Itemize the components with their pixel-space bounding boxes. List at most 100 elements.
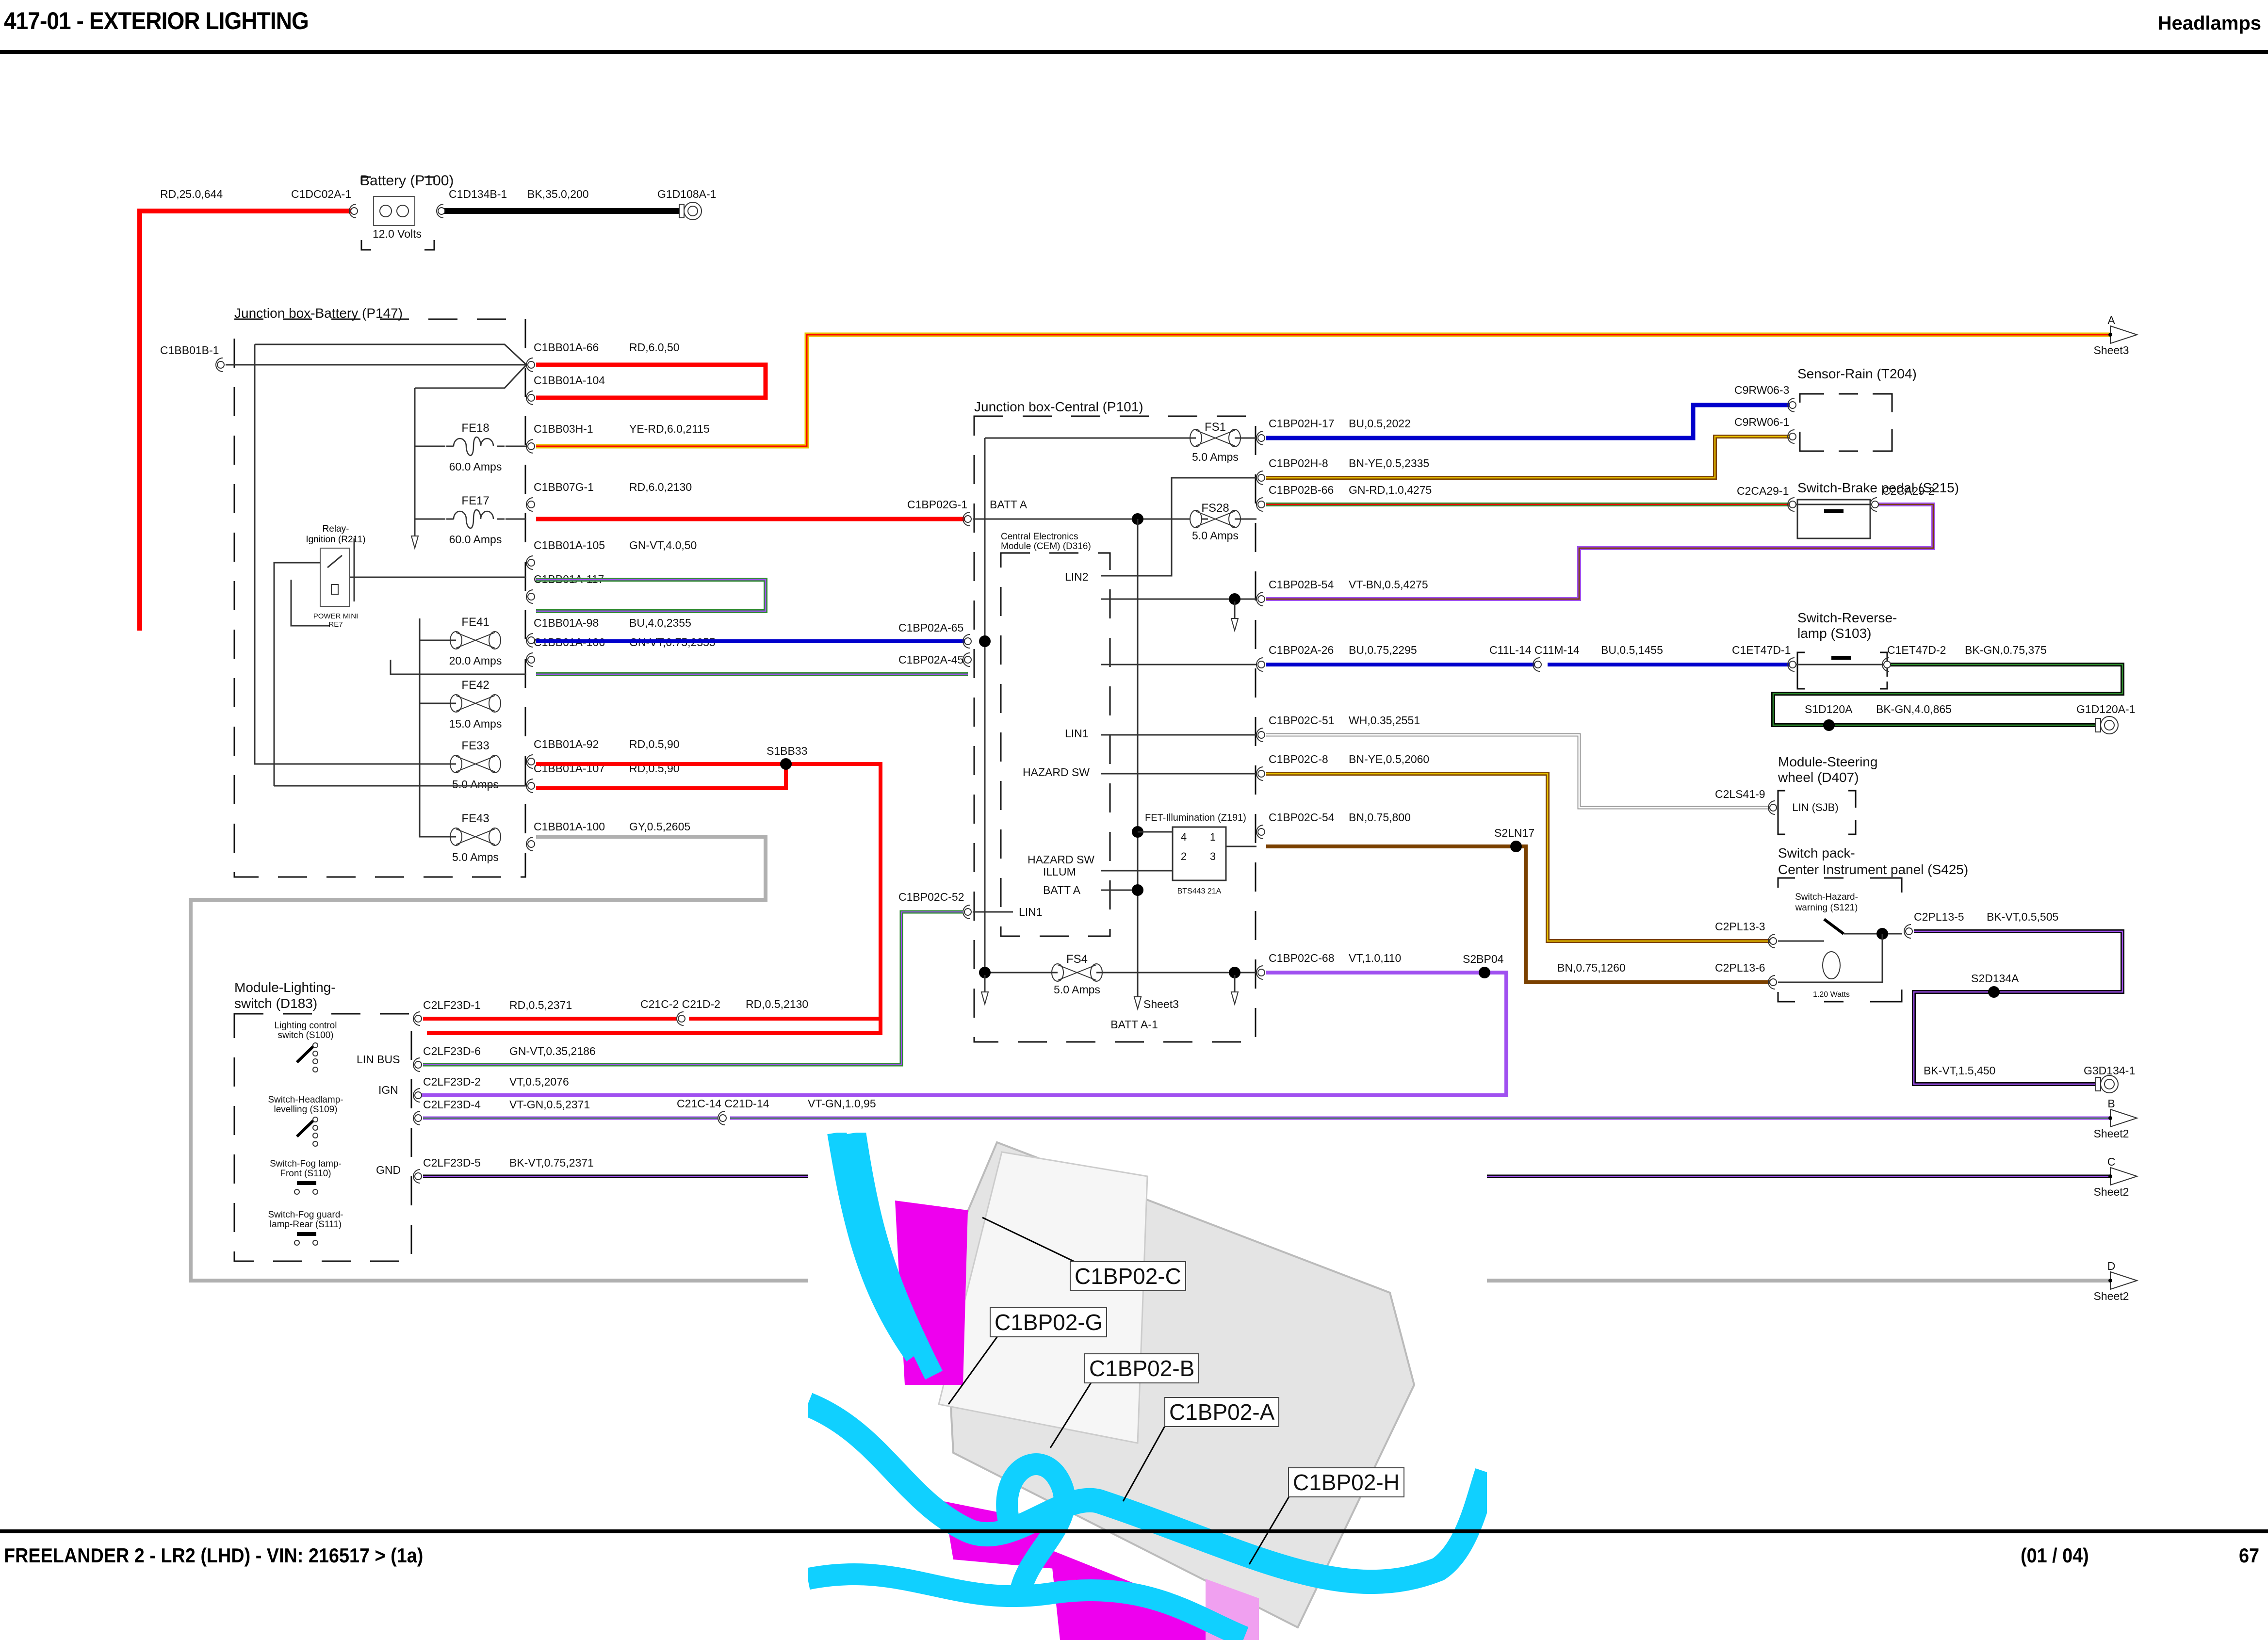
- connector-pin: [964, 656, 972, 664]
- ground-label: G1D108A-1: [657, 188, 716, 200]
- wire-c1bp02c-51: [1266, 733, 1771, 810]
- connector-pin: [1257, 828, 1265, 836]
- switch-label: switch (S100): [277, 1030, 333, 1040]
- connector-arc: [1256, 497, 1264, 512]
- fuse-icon: [1057, 964, 1097, 981]
- switch-contact-icon: [312, 1240, 318, 1246]
- internal-wire: [415, 364, 527, 389]
- steering-module-title: Module-Steering: [1778, 754, 1877, 769]
- connector-arc: [526, 652, 534, 667]
- internal-wire: [390, 660, 526, 675]
- connector-arc: [526, 779, 534, 793]
- fuse-icon: [489, 755, 501, 773]
- connector-pin: [527, 394, 535, 402]
- connector-pin: [1769, 937, 1777, 945]
- callout-c1bp02-g: C1BP02-G: [990, 1307, 1108, 1337]
- offpage-connector-c: [2110, 1167, 2139, 1186]
- connector-pin: [414, 1172, 422, 1180]
- cem-box: [1000, 552, 1111, 937]
- connector-arc: [526, 439, 534, 454]
- connector-arc: [526, 754, 534, 769]
- connector-pin: [719, 1114, 727, 1122]
- wire-label: BK-VT,0.5,505: [1987, 910, 2058, 923]
- wire-label: BK-GN,4.0,865: [1876, 703, 1952, 715]
- connector-arc: [1787, 398, 1795, 412]
- wire-label: BK-VT,1.5,450: [1924, 1064, 1995, 1077]
- offpage-sheet: Sheet2: [2094, 1290, 2129, 1302]
- pin-label: C2LF23D-4: [423, 1098, 481, 1111]
- internal-wire: [419, 618, 456, 838]
- connector-arc: [526, 633, 534, 648]
- fuse-icon: [453, 436, 494, 456]
- splice-dot: [1229, 967, 1240, 978]
- wire-c2lf23d-6-tracer: [423, 911, 963, 1066]
- connector-pin: [1905, 927, 1913, 935]
- pin-label: C1DC02A-1: [291, 188, 351, 200]
- wire-label: VT,1.0,110: [1349, 952, 1401, 964]
- wire-label: BN,0.75,800: [1349, 811, 1411, 824]
- connector-pin: [527, 361, 535, 369]
- connector-pin: [1257, 969, 1265, 976]
- jb-central-box: [973, 415, 1256, 1043]
- splice-dot: [1479, 967, 1490, 978]
- connector-pin: [678, 1015, 685, 1023]
- cem-title: Central Electronics: [1001, 532, 1078, 542]
- pin-label: C9RW06-1: [1734, 416, 1789, 428]
- splice-dot: [1132, 884, 1143, 896]
- connector-arc: [526, 589, 534, 604]
- offpage-letter: C: [2107, 1155, 2116, 1168]
- switch-actuator-icon: [297, 1232, 316, 1236]
- switch-contact-icon: [294, 1240, 300, 1246]
- section-title: Headlamps: [2157, 13, 2261, 34]
- wire-c1bp02h-8: [1266, 435, 1790, 480]
- ground-icon: [2095, 1077, 2101, 1091]
- connector-arc: [413, 1169, 421, 1184]
- cem-pin-label: LIN2: [1065, 570, 1089, 583]
- wire-c1bp02c-8-tracer: [1266, 773, 1771, 942]
- connector-arc: [1256, 728, 1264, 742]
- connector-arc: [1787, 497, 1795, 512]
- switch-label: Switch-Fog guard-: [268, 1210, 343, 1220]
- connector-arc: [1768, 934, 1776, 948]
- fet-pin: 1: [1210, 831, 1216, 843]
- header-rule: [0, 50, 2268, 54]
- connector-pin: [527, 758, 535, 765]
- fuse-rating: 5.0 Amps: [1054, 983, 1100, 996]
- internal-wire: [1101, 477, 1256, 577]
- footer-page: 67: [2239, 1544, 2260, 1567]
- fuse-rating: 20.0 Amps: [449, 654, 502, 667]
- wire-label: BK-GN,0.75,375: [1965, 644, 2047, 656]
- ground-icon: [2104, 720, 2115, 731]
- fuse-label: FE43: [461, 812, 489, 825]
- down-arrow-icon: [980, 991, 989, 1006]
- battery-plus-icon: [379, 205, 392, 217]
- pin-label: C1BP02B-66: [1269, 484, 1334, 496]
- cem-connector-photo: C1BP02-C C1BP02-G C1BP02-B C1BP02-A C1BP…: [808, 1133, 1487, 1640]
- fet-pin: 3: [1210, 850, 1216, 862]
- fet-title: FET-Illumination (Z191): [1145, 812, 1246, 823]
- ground-icon: [687, 206, 698, 216]
- callout-c1bp02-h: C1BP02-H: [1288, 1467, 1404, 1497]
- internal-wire: [290, 580, 330, 627]
- connector-pin: [1871, 501, 1879, 508]
- wire-c2pl13-5-tracer: [1913, 930, 2123, 1085]
- sensor-rain-box: [1799, 393, 1893, 452]
- connector-arc: [1882, 657, 1890, 672]
- battery-bracket: [360, 176, 435, 251]
- pin-label: C2LF23D-2: [423, 1075, 481, 1088]
- fet-pin: 4: [1181, 831, 1187, 843]
- connector-pin: [527, 782, 535, 790]
- switch-contact-icon: [312, 1141, 318, 1147]
- connector-pin: [1257, 731, 1265, 739]
- pin-label: C2LF23D-6: [423, 1045, 481, 1057]
- hazard-switch-title: warning (S121): [1795, 903, 1858, 913]
- wire-label: BK-VT,0.75,2371: [509, 1156, 594, 1169]
- pin-label: C1BB01A-98: [534, 617, 599, 629]
- relay-title: Ignition (R211): [306, 535, 365, 545]
- pin-label: C2CA29-1: [1737, 485, 1789, 497]
- wire-c1bp02h-8-tracer: [1266, 436, 1790, 479]
- pin-label: C1BP02H-8: [1269, 457, 1328, 470]
- jb-central-batt-a1: BATT A-1: [1110, 1018, 1158, 1031]
- offpage-letter: D: [2107, 1260, 2116, 1272]
